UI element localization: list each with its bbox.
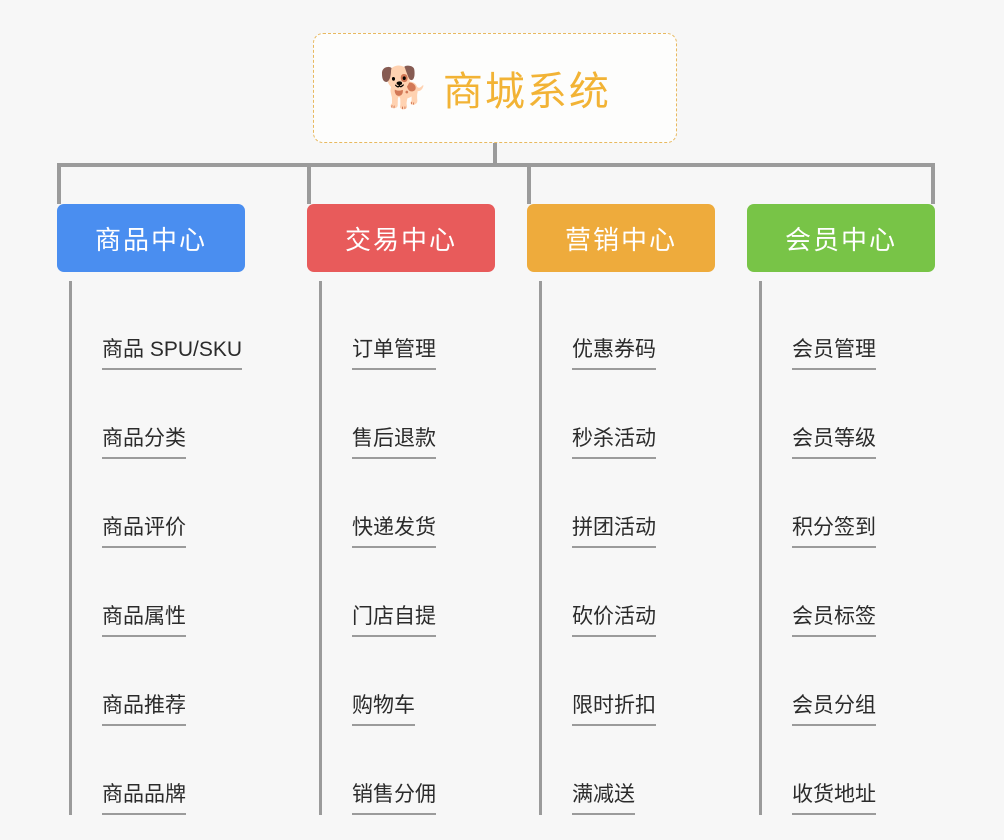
leaf-item[interactable]: 商品评价 xyxy=(72,459,245,548)
connector-drop-3 xyxy=(527,163,531,204)
leaf-item[interactable]: 拼团活动 xyxy=(542,459,715,548)
leaf-item[interactable]: 限时折扣 xyxy=(542,637,715,726)
leaf-label: 商品属性 xyxy=(102,605,186,637)
leaf-label: 会员等级 xyxy=(792,427,876,459)
leaf-item[interactable]: 会员标签 xyxy=(762,548,935,637)
category-label: 商品中心 xyxy=(94,224,207,255)
shiba-dog-icon: 🐕 xyxy=(379,66,429,110)
leaf-item[interactable]: 会员分组 xyxy=(762,637,935,726)
connector-drop-1 xyxy=(57,163,61,204)
root-title: 商城系统 xyxy=(442,70,611,114)
category-label: 交易中心 xyxy=(344,224,457,255)
leaf-label: 拼团活动 xyxy=(572,516,656,548)
connector-bus xyxy=(59,163,933,167)
leaf-label: 商品 SPU/SKU xyxy=(102,338,243,370)
connector-drop-2 xyxy=(307,163,311,204)
leaf-item[interactable]: 商品属性 xyxy=(72,548,245,637)
leaf-label: 积分签到 xyxy=(792,516,876,548)
category-column-2: 交易中心订单管理售后退款快递发货门店自提购物车销售分佣 xyxy=(307,204,495,815)
leaf-label: 快递发货 xyxy=(352,516,436,548)
leaf-item[interactable]: 订单管理 xyxy=(322,281,495,370)
leaf-label: 购物车 xyxy=(352,694,415,726)
leaf-label: 商品推荐 xyxy=(102,694,186,726)
leaf-item[interactable]: 商品分类 xyxy=(72,370,245,459)
leaf-item[interactable]: 会员等级 xyxy=(762,370,935,459)
leaf-item[interactable]: 商品推荐 xyxy=(72,637,245,726)
leaf-label: 会员标签 xyxy=(792,605,876,637)
leaf-item[interactable]: 满减送 xyxy=(542,726,715,815)
leaf-item[interactable]: 售后退款 xyxy=(322,370,495,459)
leaf-item[interactable]: 砍价活动 xyxy=(542,548,715,637)
leaf-item[interactable]: 门店自提 xyxy=(322,548,495,637)
category-column-4: 会员中心会员管理会员等级积分签到会员标签会员分组收货地址 xyxy=(747,204,935,815)
leaf-item[interactable]: 销售分佣 xyxy=(322,726,495,815)
leaf-label: 售后退款 xyxy=(352,427,436,459)
leaf-label: 门店自提 xyxy=(352,605,436,637)
root-node[interactable]: 🐕 商城系统 xyxy=(313,33,677,143)
leaf-list: 会员管理会员等级积分签到会员标签会员分组收货地址 xyxy=(759,281,935,815)
category-node-4[interactable]: 会员中心 xyxy=(747,204,935,272)
connector-root-stem xyxy=(493,143,497,167)
leaf-list: 订单管理售后退款快递发货门店自提购物车销售分佣 xyxy=(319,281,495,815)
category-column-1: 商品中心商品 SPU/SKU 商品分类商品评价商品属性商品推荐商品品牌 xyxy=(57,204,245,815)
leaf-label: 优惠券码 xyxy=(572,338,656,370)
leaf-label: 秒杀活动 xyxy=(572,427,656,459)
leaf-label: 商品分类 xyxy=(102,427,186,459)
leaf-label: 会员管理 xyxy=(792,338,876,370)
leaf-label: 销售分佣 xyxy=(352,783,436,815)
category-node-3[interactable]: 营销中心 xyxy=(527,204,715,272)
leaf-label: 限时折扣 xyxy=(572,694,656,726)
category-node-1[interactable]: 商品中心 xyxy=(57,204,245,272)
leaf-item[interactable]: 积分签到 xyxy=(762,459,935,548)
leaf-label: 商品品牌 xyxy=(102,783,186,815)
leaf-label: 收货地址 xyxy=(792,783,876,815)
connector-drop-4 xyxy=(931,163,935,204)
leaf-label: 订单管理 xyxy=(352,338,436,370)
leaf-item[interactable]: 购物车 xyxy=(322,637,495,726)
leaf-label: 会员分组 xyxy=(792,694,876,726)
leaf-item[interactable]: 快递发货 xyxy=(322,459,495,548)
leaf-item[interactable]: 商品 SPU/SKU xyxy=(72,281,245,370)
leaf-list: 优惠券码秒杀活动拼团活动砍价活动限时折扣满减送 xyxy=(539,281,715,815)
leaf-item[interactable]: 秒杀活动 xyxy=(542,370,715,459)
leaf-item[interactable]: 会员管理 xyxy=(762,281,935,370)
category-node-2[interactable]: 交易中心 xyxy=(307,204,495,272)
leaf-label: 满减送 xyxy=(572,783,635,815)
category-label: 会员中心 xyxy=(784,224,897,255)
leaf-label: 砍价活动 xyxy=(572,605,656,637)
leaf-list: 商品 SPU/SKU 商品分类商品评价商品属性商品推荐商品品牌 xyxy=(69,281,245,815)
category-column-3: 营销中心优惠券码秒杀活动拼团活动砍价活动限时折扣满减送 xyxy=(527,204,715,815)
leaf-item[interactable]: 收货地址 xyxy=(762,726,935,815)
leaf-label: 商品评价 xyxy=(102,516,186,548)
category-label: 营销中心 xyxy=(564,224,677,255)
leaf-item[interactable]: 优惠券码 xyxy=(542,281,715,370)
leaf-item[interactable]: 商品品牌 xyxy=(72,726,245,815)
